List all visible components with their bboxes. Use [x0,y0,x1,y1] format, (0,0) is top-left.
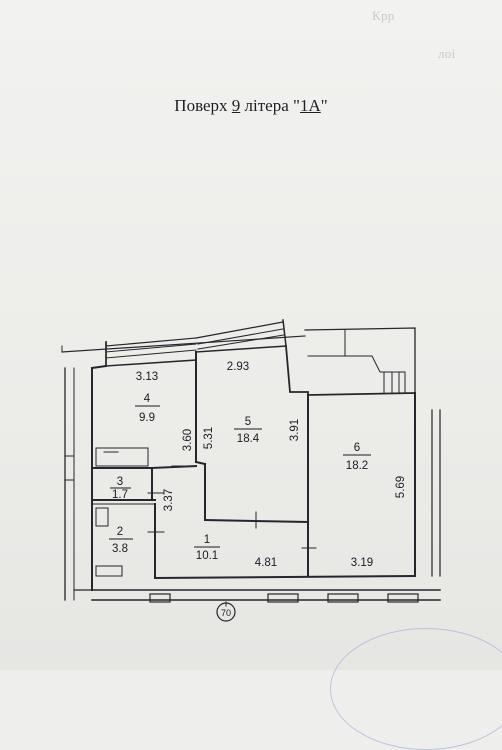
axis-marker-label: 70 [221,608,231,618]
room-area: 9.9 [139,412,155,424]
title-suffix: " [320,96,328,115]
room-area: 10.1 [196,550,218,562]
room-number: 4 [144,393,151,405]
room-number: 6 [354,442,360,454]
dimension-label: 3.37 [163,489,175,511]
dimension-label: 3.91 [289,419,301,441]
floor-plan: 70 4 9.9 5 18.4 6 18.2 3 1.7 2 3.8 1 10.… [61,319,441,622]
room-area: 1.7 [112,489,128,501]
dimension-label: 4.81 [255,557,277,569]
dimension-label: 5.69 [395,476,407,498]
axis-marker-circle [216,602,236,622]
room-area: 18.2 [346,460,368,472]
plan-walls [61,319,441,607]
dimension-label: 3.13 [136,371,158,383]
dimension-label: 2.93 [227,361,249,373]
room-number: 3 [117,476,123,488]
floor-number: 9 [231,96,241,115]
title-prefix: Поверх [174,96,232,115]
title-mid: літера " [240,96,300,115]
room-number: 5 [245,416,251,428]
stamp-seal [330,628,502,750]
room-area: 3.8 [112,543,128,555]
dimension-label: 5.31 [203,427,215,449]
room-number: 2 [117,526,123,538]
dimension-label: 3.19 [351,557,373,569]
page-title: Поверх 9 літера "1А" [0,96,502,116]
building-letter: 1А [299,96,321,115]
faded-background-text: Крр [372,8,395,23]
room-number: 1 [204,534,210,546]
room-area: 18.4 [237,433,260,445]
faded-background-text: лоі [438,46,456,61]
dimension-label: 3.60 [182,429,194,451]
